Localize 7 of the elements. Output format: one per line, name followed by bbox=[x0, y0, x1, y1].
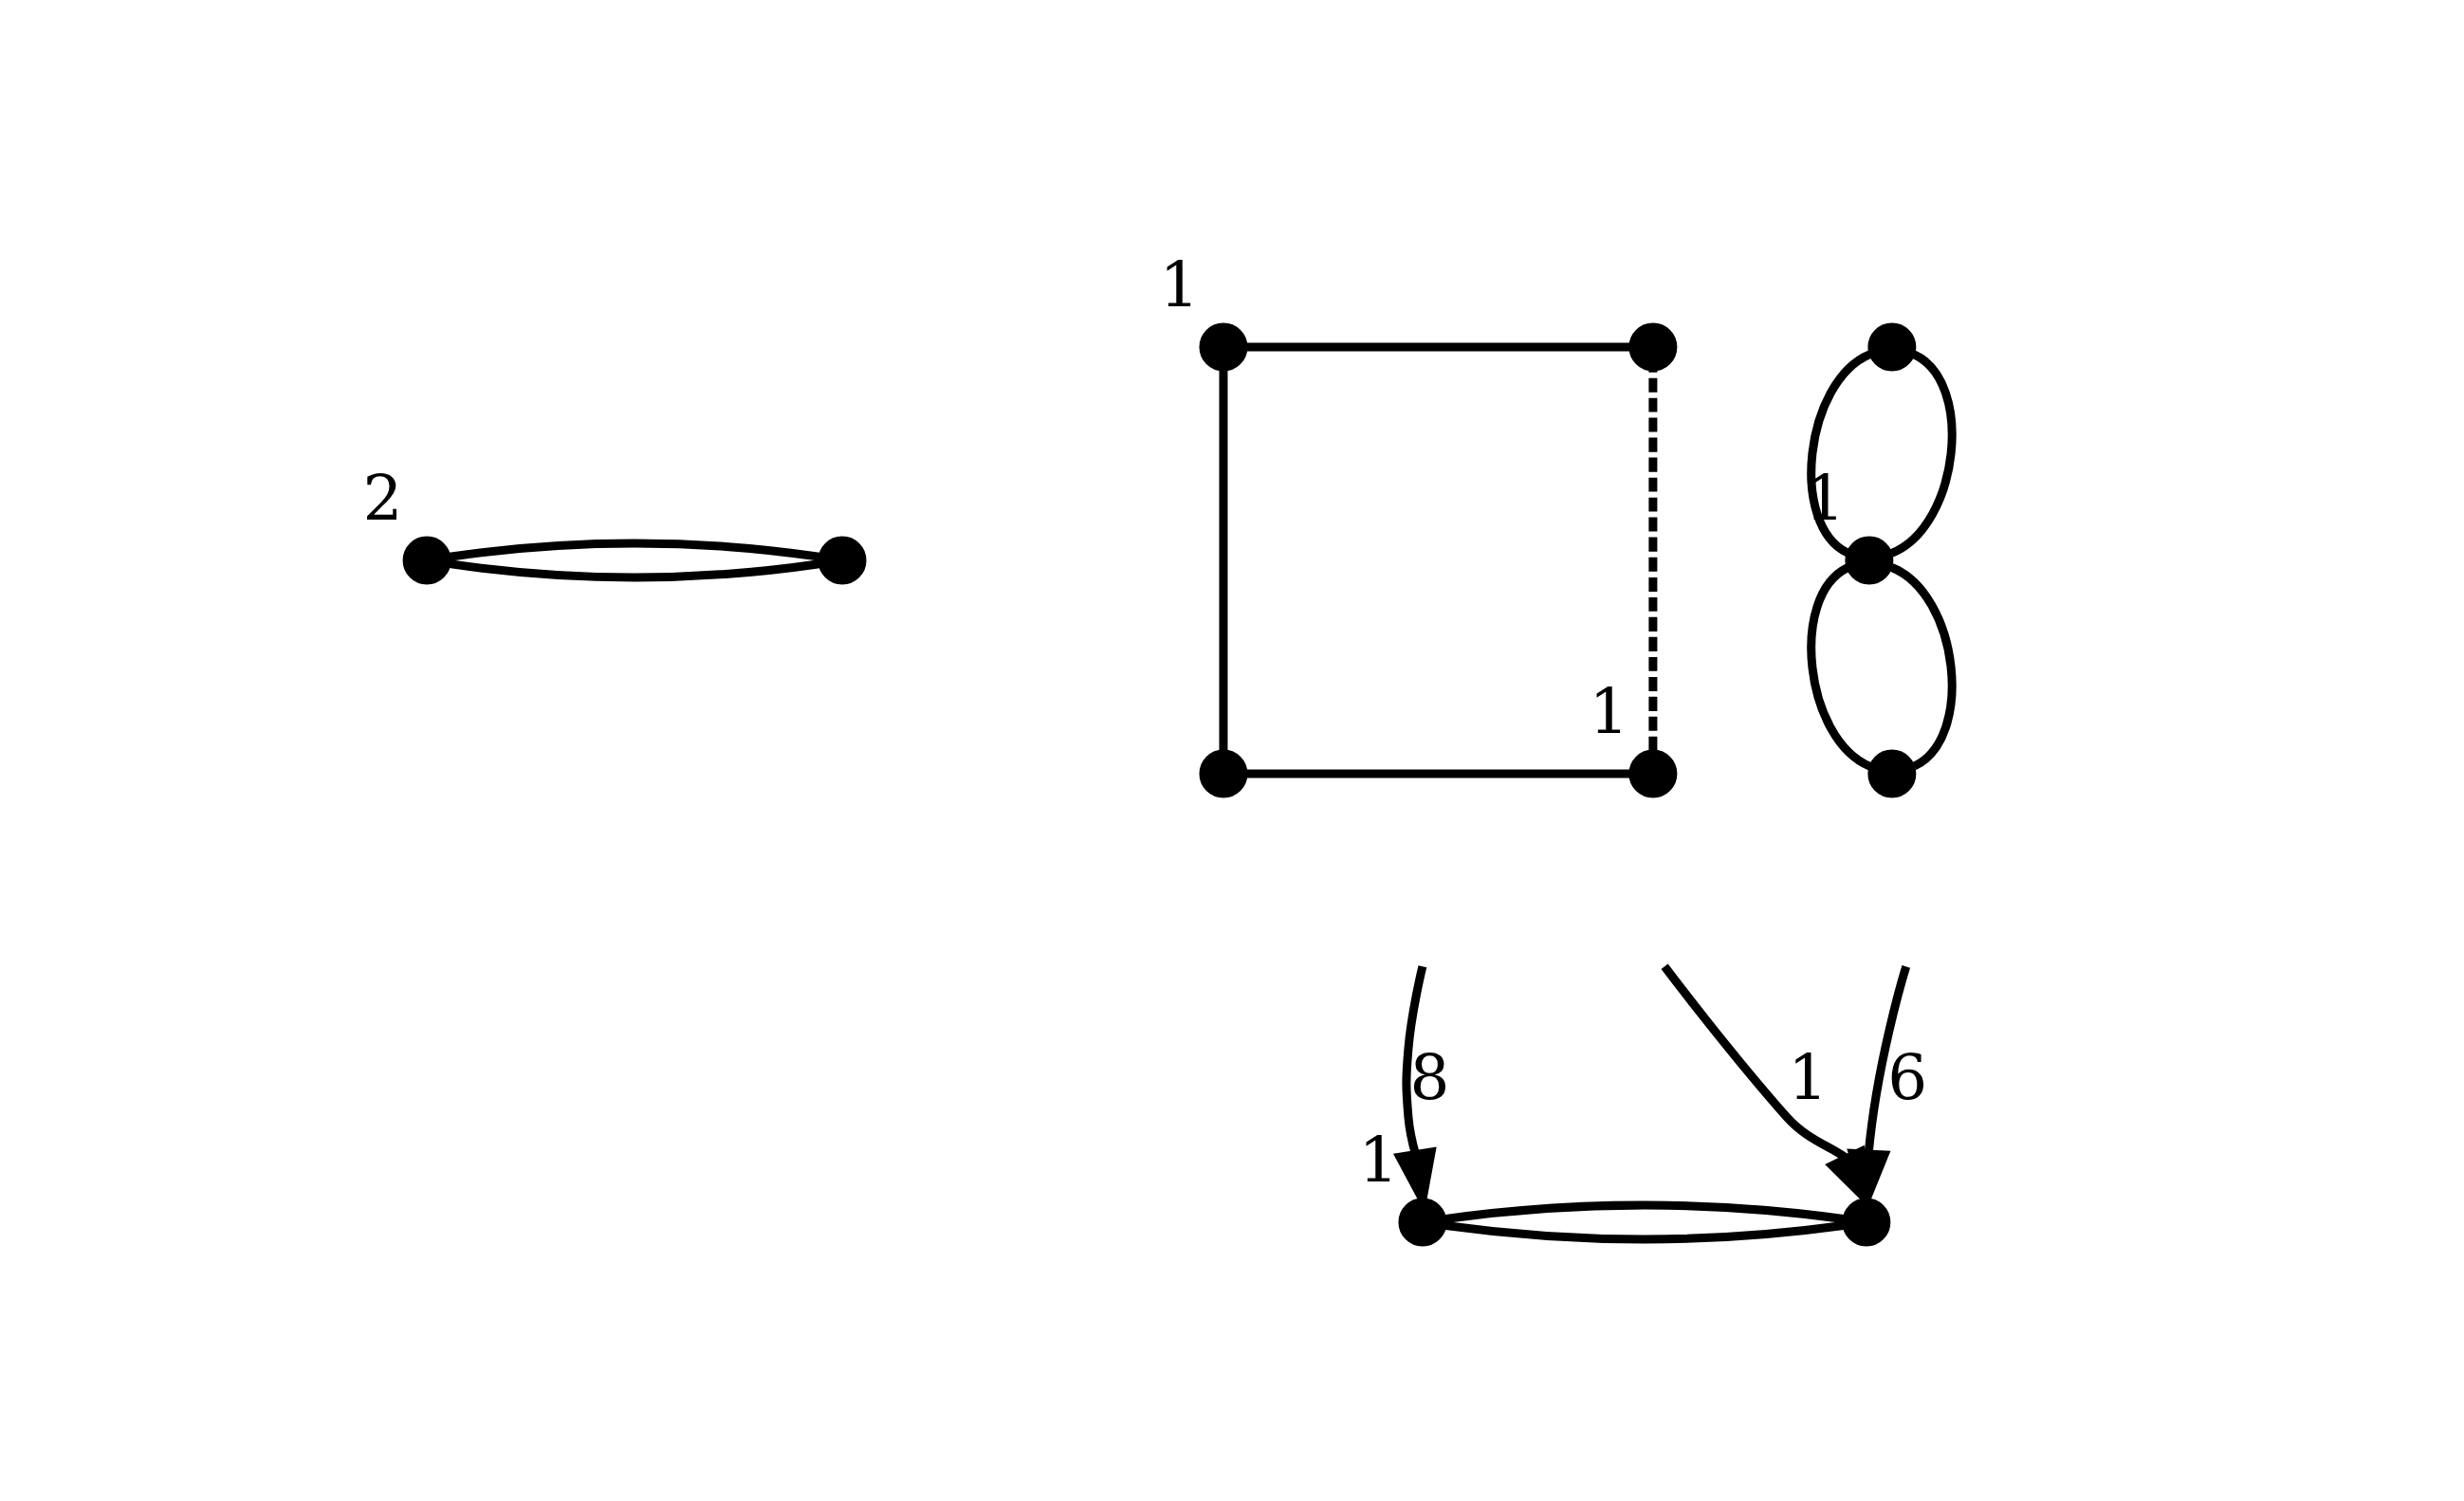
edge-label: 8 bbox=[1408, 1040, 1449, 1114]
node-label: 1 bbox=[1357, 1123, 1398, 1197]
node-label: 1 bbox=[1158, 247, 1199, 321]
node-label: 2 bbox=[362, 461, 403, 535]
node-label: 1 bbox=[1588, 674, 1628, 748]
edge-label: 6 bbox=[1886, 1040, 1927, 1114]
edge-label: 1 bbox=[1787, 1040, 1828, 1114]
